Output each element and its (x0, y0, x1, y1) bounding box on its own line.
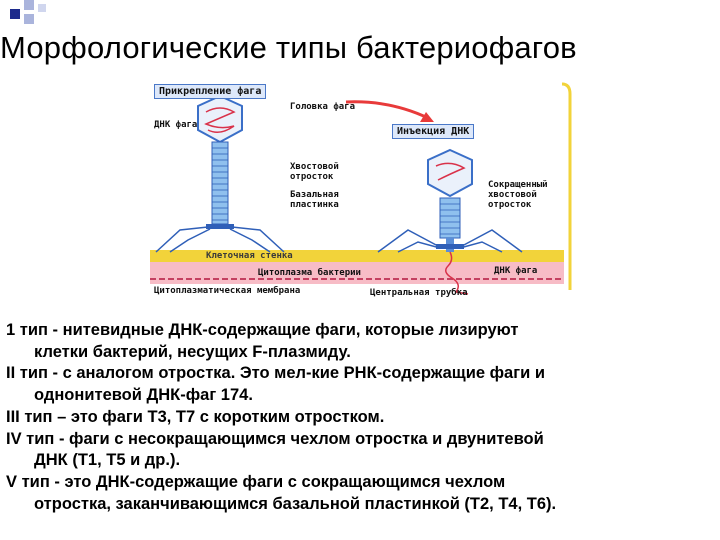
left-phage-dna (204, 107, 236, 133)
list-item: 1 тип - нитевидные ДНК-содержащие фаги, … (6, 320, 716, 363)
item-line: IV тип - фаги с несокращающимся чехлом о… (6, 429, 544, 448)
label-attachment: Прикрепление фага (154, 84, 267, 99)
list-item: V тип - это ДНК-содержащие фаги с сокращ… (6, 472, 716, 515)
frame-bracket (561, 82, 572, 290)
label-injection: Инъекция ДНК (392, 124, 475, 139)
item-line: отростка, заканчивающимся базальной плас… (34, 494, 557, 513)
label-central-tube: Центральная трубка (370, 288, 468, 298)
right-phage-dna (435, 162, 466, 181)
label-cytoplasm: Цитоплазма бактерии (258, 268, 361, 278)
injected-dna (445, 251, 469, 295)
decor-square (10, 9, 20, 19)
phage-types-list: 1 тип - нитевидные ДНК-содержащие фаги, … (6, 320, 716, 515)
list-item: IV тип - фаги с несокращающимся чехлом о… (6, 429, 716, 472)
right-phage-head (427, 148, 473, 198)
item-line: III тип – это фаги Т3, Т7 с коротким отр… (6, 407, 385, 426)
left-phage-head (197, 94, 243, 144)
cell-wall-band (150, 250, 564, 262)
label-cell-wall: Клеточная стенка (206, 251, 293, 261)
right-phage-baseplate (436, 244, 464, 249)
item-line: однонитевой ДНК-фаг 174. (34, 386, 253, 405)
item-line: клетки бактерий, несущих F-плазмиду. (34, 342, 351, 361)
decor-square (24, 14, 34, 24)
corner-decoration (0, 0, 70, 30)
label-head: Головка фага (290, 102, 356, 112)
list-item: II тип - с аналогом отростка. Это мел-ки… (6, 363, 716, 406)
phage-diagram (150, 82, 572, 295)
label-contracted-tail: Сокращенный хвостовой отросток (488, 180, 548, 210)
item-line: II тип - с аналогом отростка. Это мел-ки… (6, 364, 545, 383)
decor-square (38, 4, 46, 12)
injection-arrow (345, 100, 429, 120)
slide-title: Морфологические типы бактериофагов (0, 30, 577, 65)
decor-square (24, 0, 34, 10)
item-line: V тип - это ДНК-содержащие фаги с сокращ… (6, 472, 506, 491)
label-dna: ДНК фага (154, 120, 198, 130)
label-membrane: Цитоплазматическая мембрана (154, 286, 301, 296)
label-phage-dna: ДНК фага (494, 266, 538, 276)
left-phage-baseplate (206, 224, 234, 229)
list-item: III тип – это фаги Т3, Т7 с коротким отр… (6, 407, 716, 429)
phage-figure: Прикрепление фага Головка фага ДНК фага … (150, 80, 578, 306)
injection-arrow-head (420, 112, 434, 122)
item-line: ДНК (Т1, Т5 и др.). (34, 451, 181, 470)
label-tail: Хвостовой отросток (290, 162, 339, 182)
label-baseplate: Базальная пластинка (290, 190, 339, 210)
item-line: 1 тип - нитевидные ДНК-содержащие фаги, … (6, 321, 519, 339)
